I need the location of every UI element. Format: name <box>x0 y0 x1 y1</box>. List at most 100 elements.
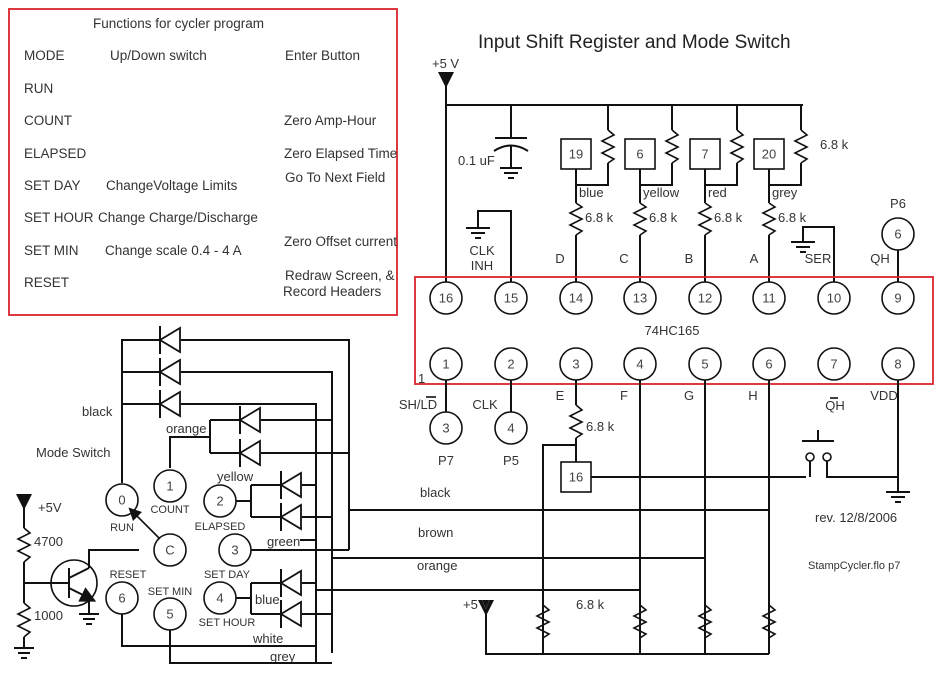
svg-text:SET DAY: SET DAY <box>204 569 251 581</box>
svg-text:RESET: RESET <box>110 569 147 581</box>
fn-count-enter: Zero Amp-Hour <box>284 113 377 128</box>
ic-pin-label-vdd: VDD <box>870 388 897 403</box>
svg-text:ELAPSED: ELAPSED <box>195 521 246 533</box>
e-resistor-value: 6.8 k <box>586 419 615 434</box>
p7-p5-connectors: 3 4 P7 P5 <box>429 380 528 468</box>
clk-inh-label-1: CLK <box>469 243 495 258</box>
switch-wiper <box>128 507 161 540</box>
bus-label-brown: brown <box>418 525 453 540</box>
e-box <box>560 461 592 493</box>
svg-text:2: 2 <box>507 357 514 372</box>
ic-pin-11: 11 <box>752 281 786 315</box>
bus-label-orange: orange <box>417 558 457 573</box>
diode-icon <box>238 439 261 467</box>
ic-pin-10: 10 <box>817 281 851 315</box>
ic-pin-label-b: B <box>685 251 694 266</box>
fgh-inputs: black brown orange +5 V 6.8 k <box>300 380 777 655</box>
ic-pin-label-ser: SER <box>805 251 832 266</box>
fn-elapsed-enter: Zero Elapsed Time <box>284 146 397 161</box>
diode-icon <box>279 503 302 531</box>
svg-text:6: 6 <box>636 147 643 162</box>
svg-text:5: 5 <box>166 607 173 622</box>
ic-pin-label-qh: QH <box>825 398 845 413</box>
diode-icon <box>158 390 181 418</box>
svg-text:11: 11 <box>762 291 776 306</box>
diode-icon <box>158 326 181 354</box>
p7-pin: 3 <box>442 421 449 436</box>
ic-pin-label-c: C <box>619 251 628 266</box>
ic-name: 74HC165 <box>645 323 700 338</box>
functions-heading: Functions for cycler program <box>93 16 264 31</box>
ic-pin-label-e: E <box>556 388 565 403</box>
svg-text:SET MIN: SET MIN <box>148 586 192 598</box>
fn-setmin: SET MIN <box>24 243 79 258</box>
ic-pin-label-clk: CLK <box>472 397 498 412</box>
svg-text:2: 2 <box>216 494 223 509</box>
wire-label-orange: orange <box>166 421 206 436</box>
fn-setday-enter: Go To Next Field <box>285 170 385 185</box>
plus5v-label-bottom: +5 V <box>463 597 490 612</box>
pullup-resistor-value: 6.8 k <box>820 137 849 152</box>
ic-pin-12: 12 <box>688 281 722 315</box>
connector-box <box>560 138 592 170</box>
ic-outline <box>414 276 934 385</box>
resistor-value: 6.8 k <box>585 210 614 225</box>
functions-table: Functions for cycler program MODE Up/Dow… <box>8 8 398 316</box>
diode-icon <box>158 358 181 386</box>
ic-pin-label-d: D <box>555 251 564 266</box>
fn-setmin-enter: Zero Offset current <box>284 234 397 249</box>
clk-inh-label-2: INH <box>471 258 493 273</box>
svg-text:5: 5 <box>701 357 708 372</box>
fn-setday-updown: ChangeVoltage Limits <box>106 178 238 193</box>
ic-pin-4: 4 <box>623 347 657 381</box>
ic-pin-label-a: A <box>750 251 759 266</box>
wire-label-grey: grey <box>270 649 296 664</box>
mode-switch: Mode Switch black orange yellow green <box>14 326 350 664</box>
wire-label-yellow: yellow <box>217 469 254 484</box>
svg-text:19: 19 <box>569 147 583 162</box>
ic-pin-16: 16 <box>429 281 463 315</box>
wire-label-blue: blue <box>255 592 280 607</box>
svg-text:16: 16 <box>439 291 453 306</box>
svg-text:6: 6 <box>765 357 772 372</box>
ic-pin-13: 13 <box>623 281 657 315</box>
diagram-title: Input Shift Register and Mode Switch <box>478 32 791 53</box>
fn-setday: SET DAY <box>24 178 81 193</box>
fn-setmin-updown: Change scale 0.4 - 4 A <box>105 243 242 258</box>
svg-text:8: 8 <box>894 357 901 372</box>
svg-text:RUN: RUN <box>110 522 134 534</box>
bus-label-black: black <box>420 485 451 500</box>
pulldown-resistor <box>697 604 713 654</box>
fn-mode-updown: Up/Down switch <box>110 48 207 63</box>
bias-plus5v-label: +5V <box>38 500 62 515</box>
bias-r-top-value: 4700 <box>34 534 63 549</box>
fn-sethour: SET HOUR <box>24 210 94 225</box>
p6-label: P6 <box>890 196 906 211</box>
wire-label-green: green <box>267 534 300 549</box>
ser-ground <box>791 226 835 286</box>
supply-rail: +5 V 0.1 uF <box>432 56 803 286</box>
svg-text:C: C <box>165 543 174 558</box>
fn-mode: MODE <box>24 48 65 63</box>
ic-pin-7: 7 <box>817 347 851 381</box>
file-name: StampCycler.flo p7 <box>808 560 900 572</box>
p5-pin: 4 <box>507 421 514 436</box>
wire-label-black: black <box>82 404 113 419</box>
svg-text:14: 14 <box>569 291 583 306</box>
ic-pin-8: 8 <box>881 347 915 381</box>
resistor-value: 6.8 k <box>778 210 807 225</box>
svg-text:7: 7 <box>830 357 837 372</box>
diode-icon <box>238 406 261 434</box>
svg-text:15: 15 <box>504 291 518 306</box>
functions-table-border <box>8 8 398 316</box>
e-box-label: 16 <box>569 470 583 485</box>
wire-color-label: grey <box>772 185 798 200</box>
